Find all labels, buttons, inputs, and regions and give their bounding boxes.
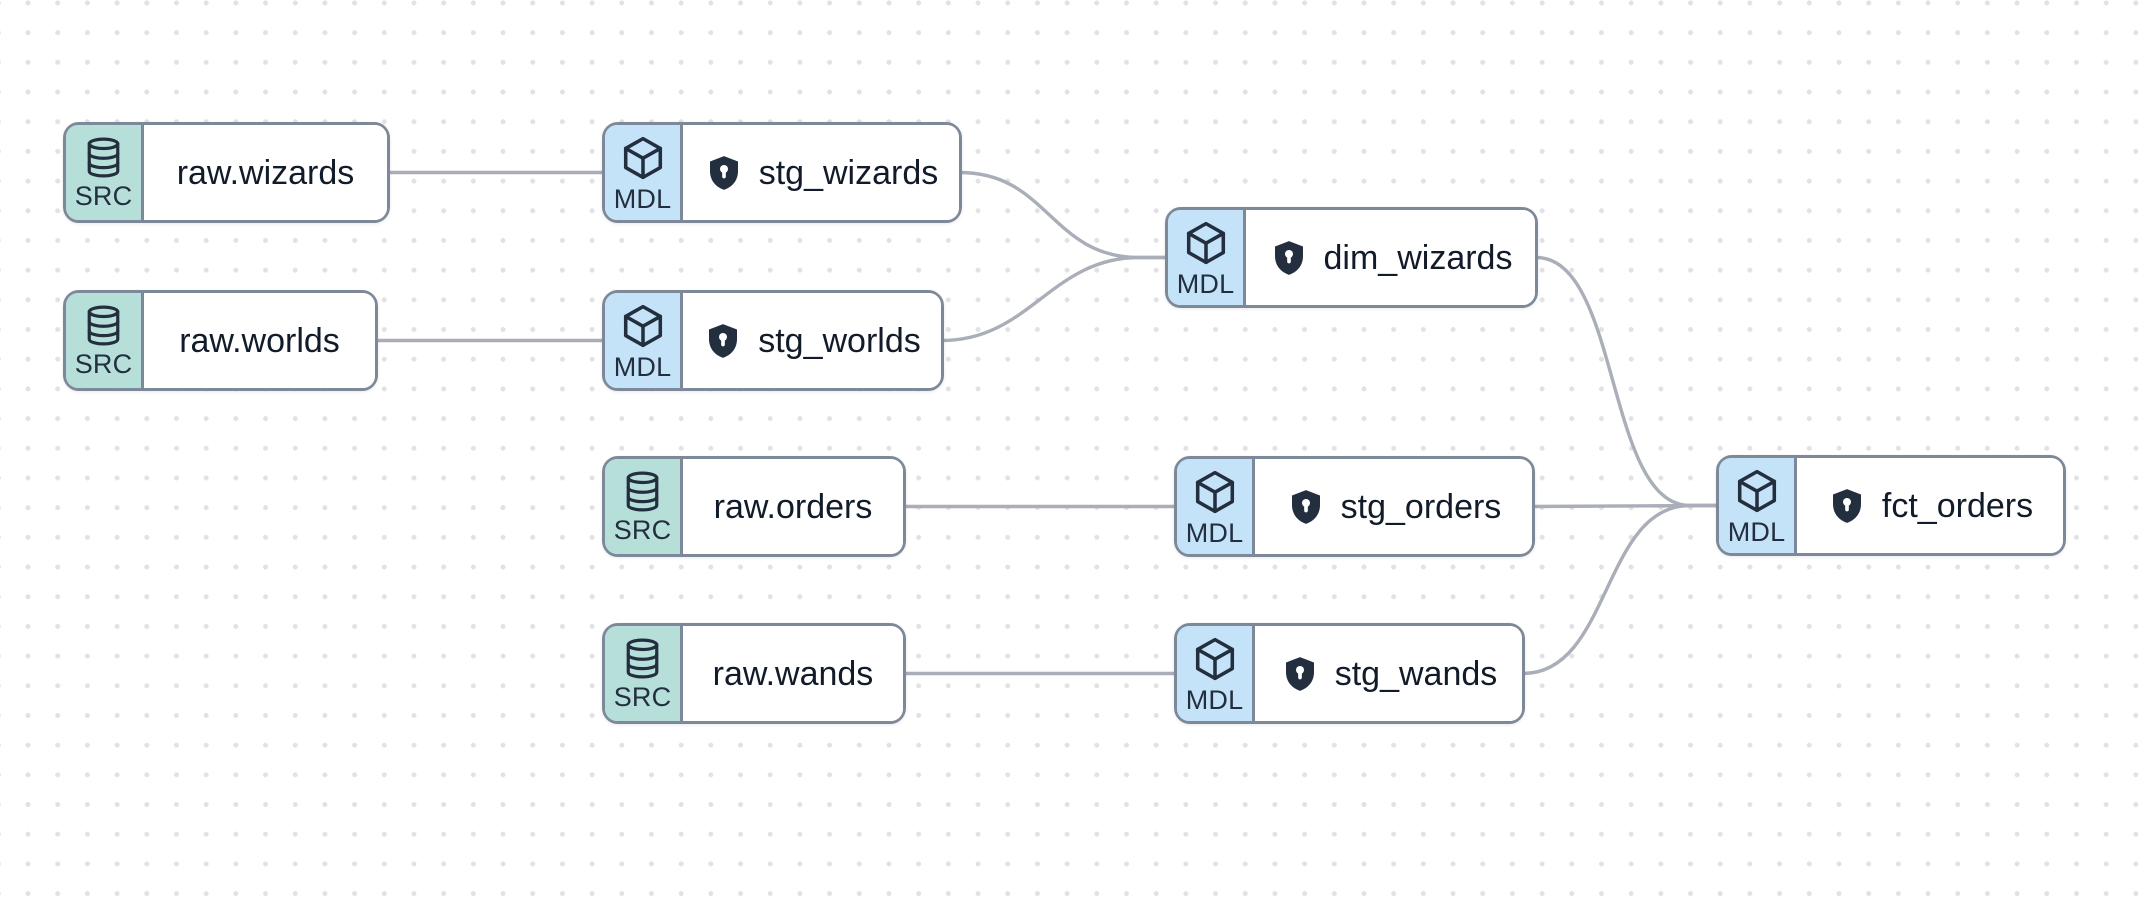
shield-icon: [1832, 488, 1861, 523]
node-body: raw.orders: [683, 459, 903, 554]
node-type-badge: SRC: [605, 459, 683, 554]
node-fct-orders[interactable]: MDL fct_orders: [1716, 455, 2066, 556]
node-type-badge: MDL: [1168, 210, 1246, 305]
node-stg-orders[interactable]: MDL stg_orders: [1174, 456, 1535, 557]
shield-icon: [709, 323, 738, 358]
node-label: dim_wizards: [1323, 238, 1513, 277]
shield-icon: [709, 155, 738, 190]
node-body: raw.worlds: [144, 293, 375, 388]
node-type-label: SRC: [74, 349, 133, 379]
node-body: stg_wands: [1255, 626, 1522, 721]
edge-stg-worlds-to-dim-wizards: [941, 255, 1168, 343]
node-type-label: MDL: [613, 351, 672, 382]
node-type-badge: SRC: [605, 626, 683, 721]
node-body: raw.wands: [683, 626, 903, 721]
cube-icon: [1737, 469, 1776, 512]
node-type-badge: MDL: [605, 125, 683, 220]
node-label: raw.orders: [713, 487, 873, 526]
shield-icon: [1285, 656, 1314, 691]
node-body: stg_wizards: [683, 125, 959, 220]
node-raw-orders[interactable]: SRC raw.orders: [602, 456, 906, 557]
node-type-badge: MDL: [605, 293, 683, 388]
node-type-label: SRC: [613, 682, 672, 712]
node-dim-wizards[interactable]: MDL dim_wizards: [1165, 207, 1538, 308]
database-icon: [87, 137, 120, 178]
node-stg-wands[interactable]: MDL stg_wands: [1174, 623, 1525, 724]
node-stg-worlds[interactable]: MDL stg_worlds: [602, 290, 944, 391]
edge-stg-wands-to-fct-orders: [1522, 503, 1719, 676]
cube-icon: [1195, 637, 1234, 680]
node-body: dim_wizards: [1246, 210, 1535, 305]
node-type-badge: MDL: [1719, 458, 1797, 553]
node-body: stg_orders: [1255, 459, 1532, 554]
database-icon: [87, 305, 120, 346]
node-label: raw.wizards: [176, 153, 355, 192]
edge-dim-wizards-to-fct-orders: [1535, 255, 1719, 508]
cube-icon: [1195, 470, 1234, 513]
node-type-badge: MDL: [1177, 626, 1255, 721]
node-type-label: SRC: [613, 515, 672, 545]
cube-icon: [623, 136, 662, 179]
node-body: fct_orders: [1797, 458, 2063, 553]
node-type-label: MDL: [1176, 268, 1235, 299]
node-stg-wizards[interactable]: MDL stg_wizards: [602, 122, 962, 223]
node-label: stg_worlds: [758, 321, 921, 360]
node-label: stg_wands: [1334, 654, 1498, 693]
node-label: raw.wands: [712, 654, 874, 693]
node-label: stg_wizards: [758, 153, 939, 192]
node-raw-wands[interactable]: SRC raw.wands: [602, 623, 906, 724]
cube-icon: [1186, 221, 1225, 264]
node-label: fct_orders: [1881, 486, 2034, 525]
node-type-label: MDL: [1727, 516, 1786, 547]
node-type-label: MDL: [1185, 517, 1244, 548]
node-type-label: MDL: [613, 183, 672, 214]
edge-stg-wizards-to-dim-wizards: [959, 170, 1168, 260]
shield-icon: [1274, 240, 1303, 275]
node-label: stg_orders: [1340, 487, 1502, 526]
database-icon: [626, 471, 659, 512]
node-type-badge: MDL: [1177, 459, 1255, 554]
node-raw-worlds[interactable]: SRC raw.worlds: [63, 290, 378, 391]
cube-icon: [623, 304, 662, 347]
node-raw-wizards[interactable]: SRC raw.wizards: [63, 122, 390, 223]
node-type-label: MDL: [1185, 684, 1244, 715]
node-body: stg_worlds: [683, 293, 941, 388]
node-label: raw.worlds: [179, 321, 340, 360]
node-type-badge: SRC: [66, 125, 144, 220]
node-body: raw.wizards: [144, 125, 387, 220]
shield-icon: [1291, 489, 1320, 524]
node-type-label: SRC: [74, 181, 133, 211]
node-type-badge: SRC: [66, 293, 144, 388]
database-icon: [626, 638, 659, 679]
